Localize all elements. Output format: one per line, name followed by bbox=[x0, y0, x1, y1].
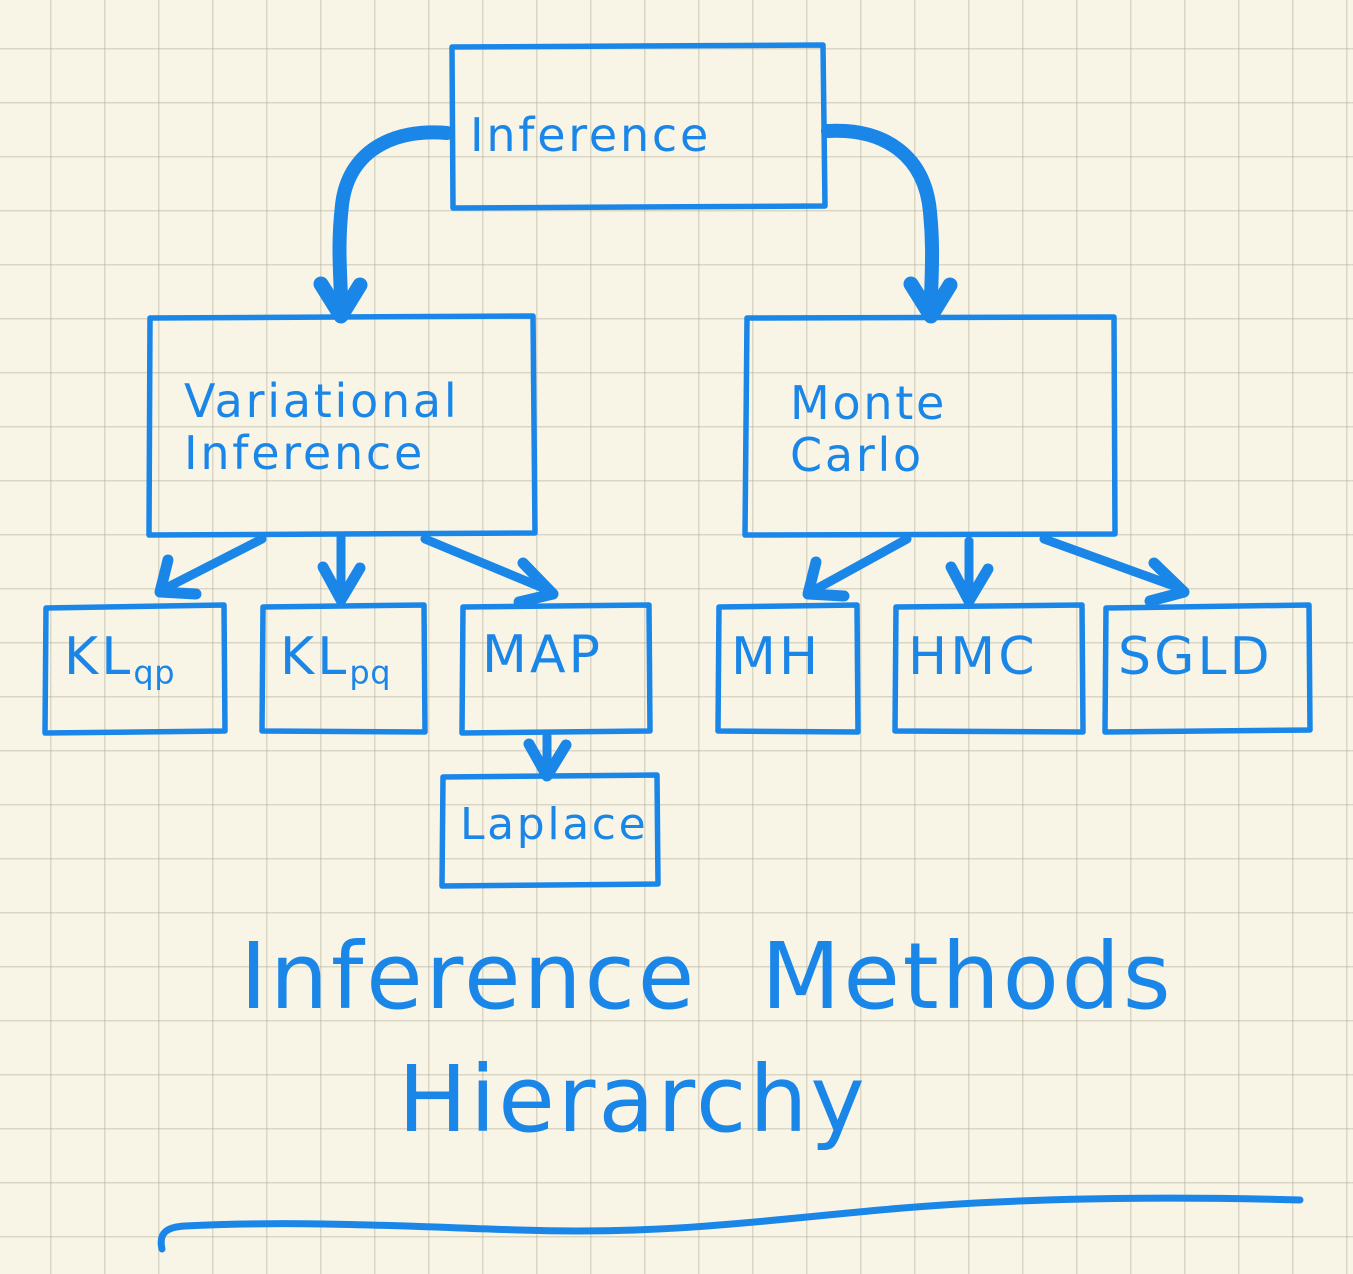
edge-map-to-laplace bbox=[523, 731, 572, 782]
node-box-hmc bbox=[892, 602, 1086, 735]
node-box-kl-qp bbox=[42, 602, 228, 736]
edge-inference-to-variational-inference bbox=[313, 125, 454, 324]
node-box-variational-inference bbox=[146, 313, 538, 538]
node-box-inference bbox=[449, 42, 828, 211]
node-box-monte-carlo bbox=[742, 314, 1118, 538]
node-box-laplace bbox=[439, 772, 661, 889]
node-box-map bbox=[459, 602, 653, 736]
edge-vi-to-map bbox=[420, 534, 559, 608]
edge-vi-to-kl-qp bbox=[154, 534, 267, 600]
edge-inference-to-monte-carlo bbox=[821, 123, 958, 324]
edge-mc-to-hmc bbox=[945, 536, 994, 607]
edge-mc-to-sgld bbox=[1039, 534, 1190, 607]
edge-vi-to-kl-pq bbox=[317, 532, 366, 606]
title-underline bbox=[157, 1194, 1304, 1253]
node-box-mh bbox=[715, 602, 861, 735]
node-box-kl-pq bbox=[259, 602, 428, 735]
edge-mc-to-mh bbox=[802, 534, 912, 602]
node-box-sgld bbox=[1102, 602, 1313, 735]
